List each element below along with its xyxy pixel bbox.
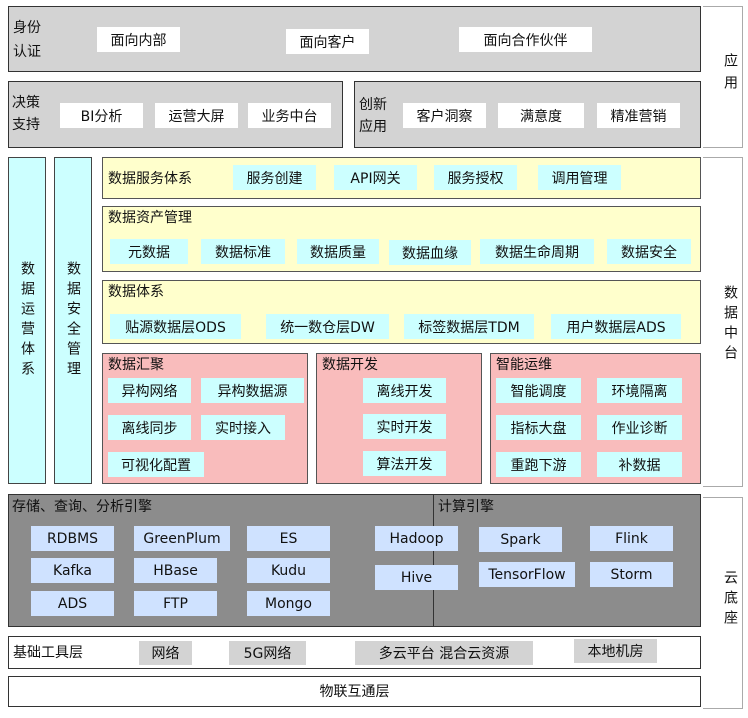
data-asset-title: 数据资产管理 [108, 210, 192, 226]
chip-tdm: 标签数据层TDM [404, 314, 534, 339]
chip-rdbms: RDBMS [31, 526, 114, 551]
storage-title: 存储、查询、分析引擎 [12, 499, 152, 515]
chip-data-lifecycle: 数据生命周期 [480, 239, 594, 264]
chip-tensorflow: TensorFlow [479, 562, 575, 587]
chip-metadata: 元数据 [110, 239, 188, 264]
compute-title: 计算引擎 [438, 499, 494, 515]
chip-offline-sync: 离线同步 [108, 415, 191, 440]
identity-auth-title: 身份认证 [13, 20, 41, 60]
chip-ops-screen: 运营大屏 [155, 103, 238, 128]
chip-5g: 5G网络 [229, 641, 306, 665]
chip-smart-schedule: 智能调度 [496, 378, 581, 403]
chip-local-idc: 本地机房 [574, 639, 657, 663]
chip-realtime-dev: 实时开发 [363, 414, 446, 439]
chip-mongo: Mongo [247, 591, 330, 616]
chip-hive: Hive [375, 565, 458, 590]
chip-dw: 统一数仓层DW [266, 314, 389, 339]
chip-storm: Storm [590, 562, 673, 587]
chip-bi: BI分析 [60, 103, 143, 128]
tools-title: 基础工具层 [13, 645, 83, 661]
app-bracket [703, 6, 743, 148]
chip-customer-insight: 客户洞察 [403, 103, 486, 128]
chip-es: ES [247, 526, 330, 551]
chip-data-security: 数据安全 [607, 239, 691, 264]
smart-ops-title: 智能运维 [496, 357, 552, 373]
iot-panel: 物联互通层 [8, 676, 701, 707]
data-service-title: 数据服务体系 [108, 171, 192, 187]
chip-call-mgmt: 调用管理 [538, 165, 621, 190]
cloud-side-label-text: 云底座 [722, 570, 738, 630]
zhongtai-side-label-text: 数据中台 [722, 285, 738, 365]
chip-backfill: 补数据 [597, 452, 682, 477]
chip-ads: ADS [31, 591, 114, 616]
chip-algo-dev: 算法开发 [363, 451, 446, 476]
zhongtai-bracket [703, 157, 743, 487]
data-security-text: 数据安全管理 [65, 260, 81, 381]
data-ops-text: 数据运营体系 [19, 260, 35, 381]
chip-data-quality: 数据质量 [297, 239, 379, 264]
chip-partner: 面向合作伙伴 [459, 27, 592, 52]
chip-ftp: FTP [134, 591, 217, 616]
chip-env-isolation: 环境隔离 [597, 378, 682, 403]
chip-visual-config: 可视化配置 [108, 452, 204, 477]
chip-precision-marketing: 精准营销 [597, 103, 680, 128]
chip-realtime-ingest: 实时接入 [201, 415, 285, 440]
chip-service-auth: 服务授权 [434, 165, 517, 190]
data-dev-title: 数据开发 [322, 357, 378, 373]
chip-job-diagnosis: 作业诊断 [597, 415, 682, 440]
data-system-title: 数据体系 [108, 284, 164, 300]
cloud-bracket [703, 497, 743, 709]
app-side-label: 应用 [718, 50, 742, 100]
chip-data-lineage: 数据血缘 [389, 240, 471, 265]
chip-data-standard: 数据标准 [201, 239, 285, 264]
innovation-title: 创新应用 [359, 97, 387, 135]
chip-hbase: HBase [134, 558, 217, 583]
chip-offline-dev: 离线开发 [363, 378, 446, 403]
chip-metric-dashboard: 指标大盘 [496, 415, 581, 440]
engine-panel [8, 494, 701, 627]
chip-hetero-source: 异构数据源 [201, 378, 304, 403]
chip-spark: Spark [479, 527, 562, 552]
chip-hetero-network: 异构网络 [108, 378, 191, 403]
data-security-column: 数据安全管理 [54, 157, 92, 484]
chip-internal: 面向内部 [97, 27, 180, 52]
cloud-side-label: 云底座 [718, 555, 742, 645]
chip-biz-center: 业务中台 [248, 103, 331, 128]
iot-title: 物联互通层 [319, 683, 390, 700]
chip-kudu: Kudu [247, 558, 330, 583]
chip-flink: Flink [590, 526, 673, 551]
app-side-label-text: 应用 [722, 53, 738, 97]
chip-service-create: 服务创建 [233, 165, 316, 190]
chip-ads-layer: 用户数据层ADS [551, 314, 681, 339]
engine-divider [433, 494, 434, 627]
chip-ods: 贴源数据层ODS [110, 314, 241, 339]
chip-rerun-downstream: 重跑下游 [496, 452, 581, 477]
chip-multicloud: 多云平台 混合云资源 [355, 641, 533, 665]
chip-customer: 面向客户 [286, 29, 369, 54]
chip-api-gateway: API网关 [334, 165, 417, 190]
zhongtai-side-label: 数据中台 [718, 275, 742, 375]
data-ops-column: 数据运营体系 [8, 157, 46, 484]
chip-kafka: Kafka [31, 558, 114, 583]
decision-support-title: 决策支持 [12, 95, 40, 133]
chip-satisfaction: 满意度 [498, 103, 584, 128]
chip-hadoop: Hadoop [375, 526, 458, 551]
data-collect-title: 数据汇聚 [108, 357, 164, 373]
chip-greenplum: GreenPlum [134, 526, 230, 551]
chip-network: 网络 [139, 641, 192, 665]
